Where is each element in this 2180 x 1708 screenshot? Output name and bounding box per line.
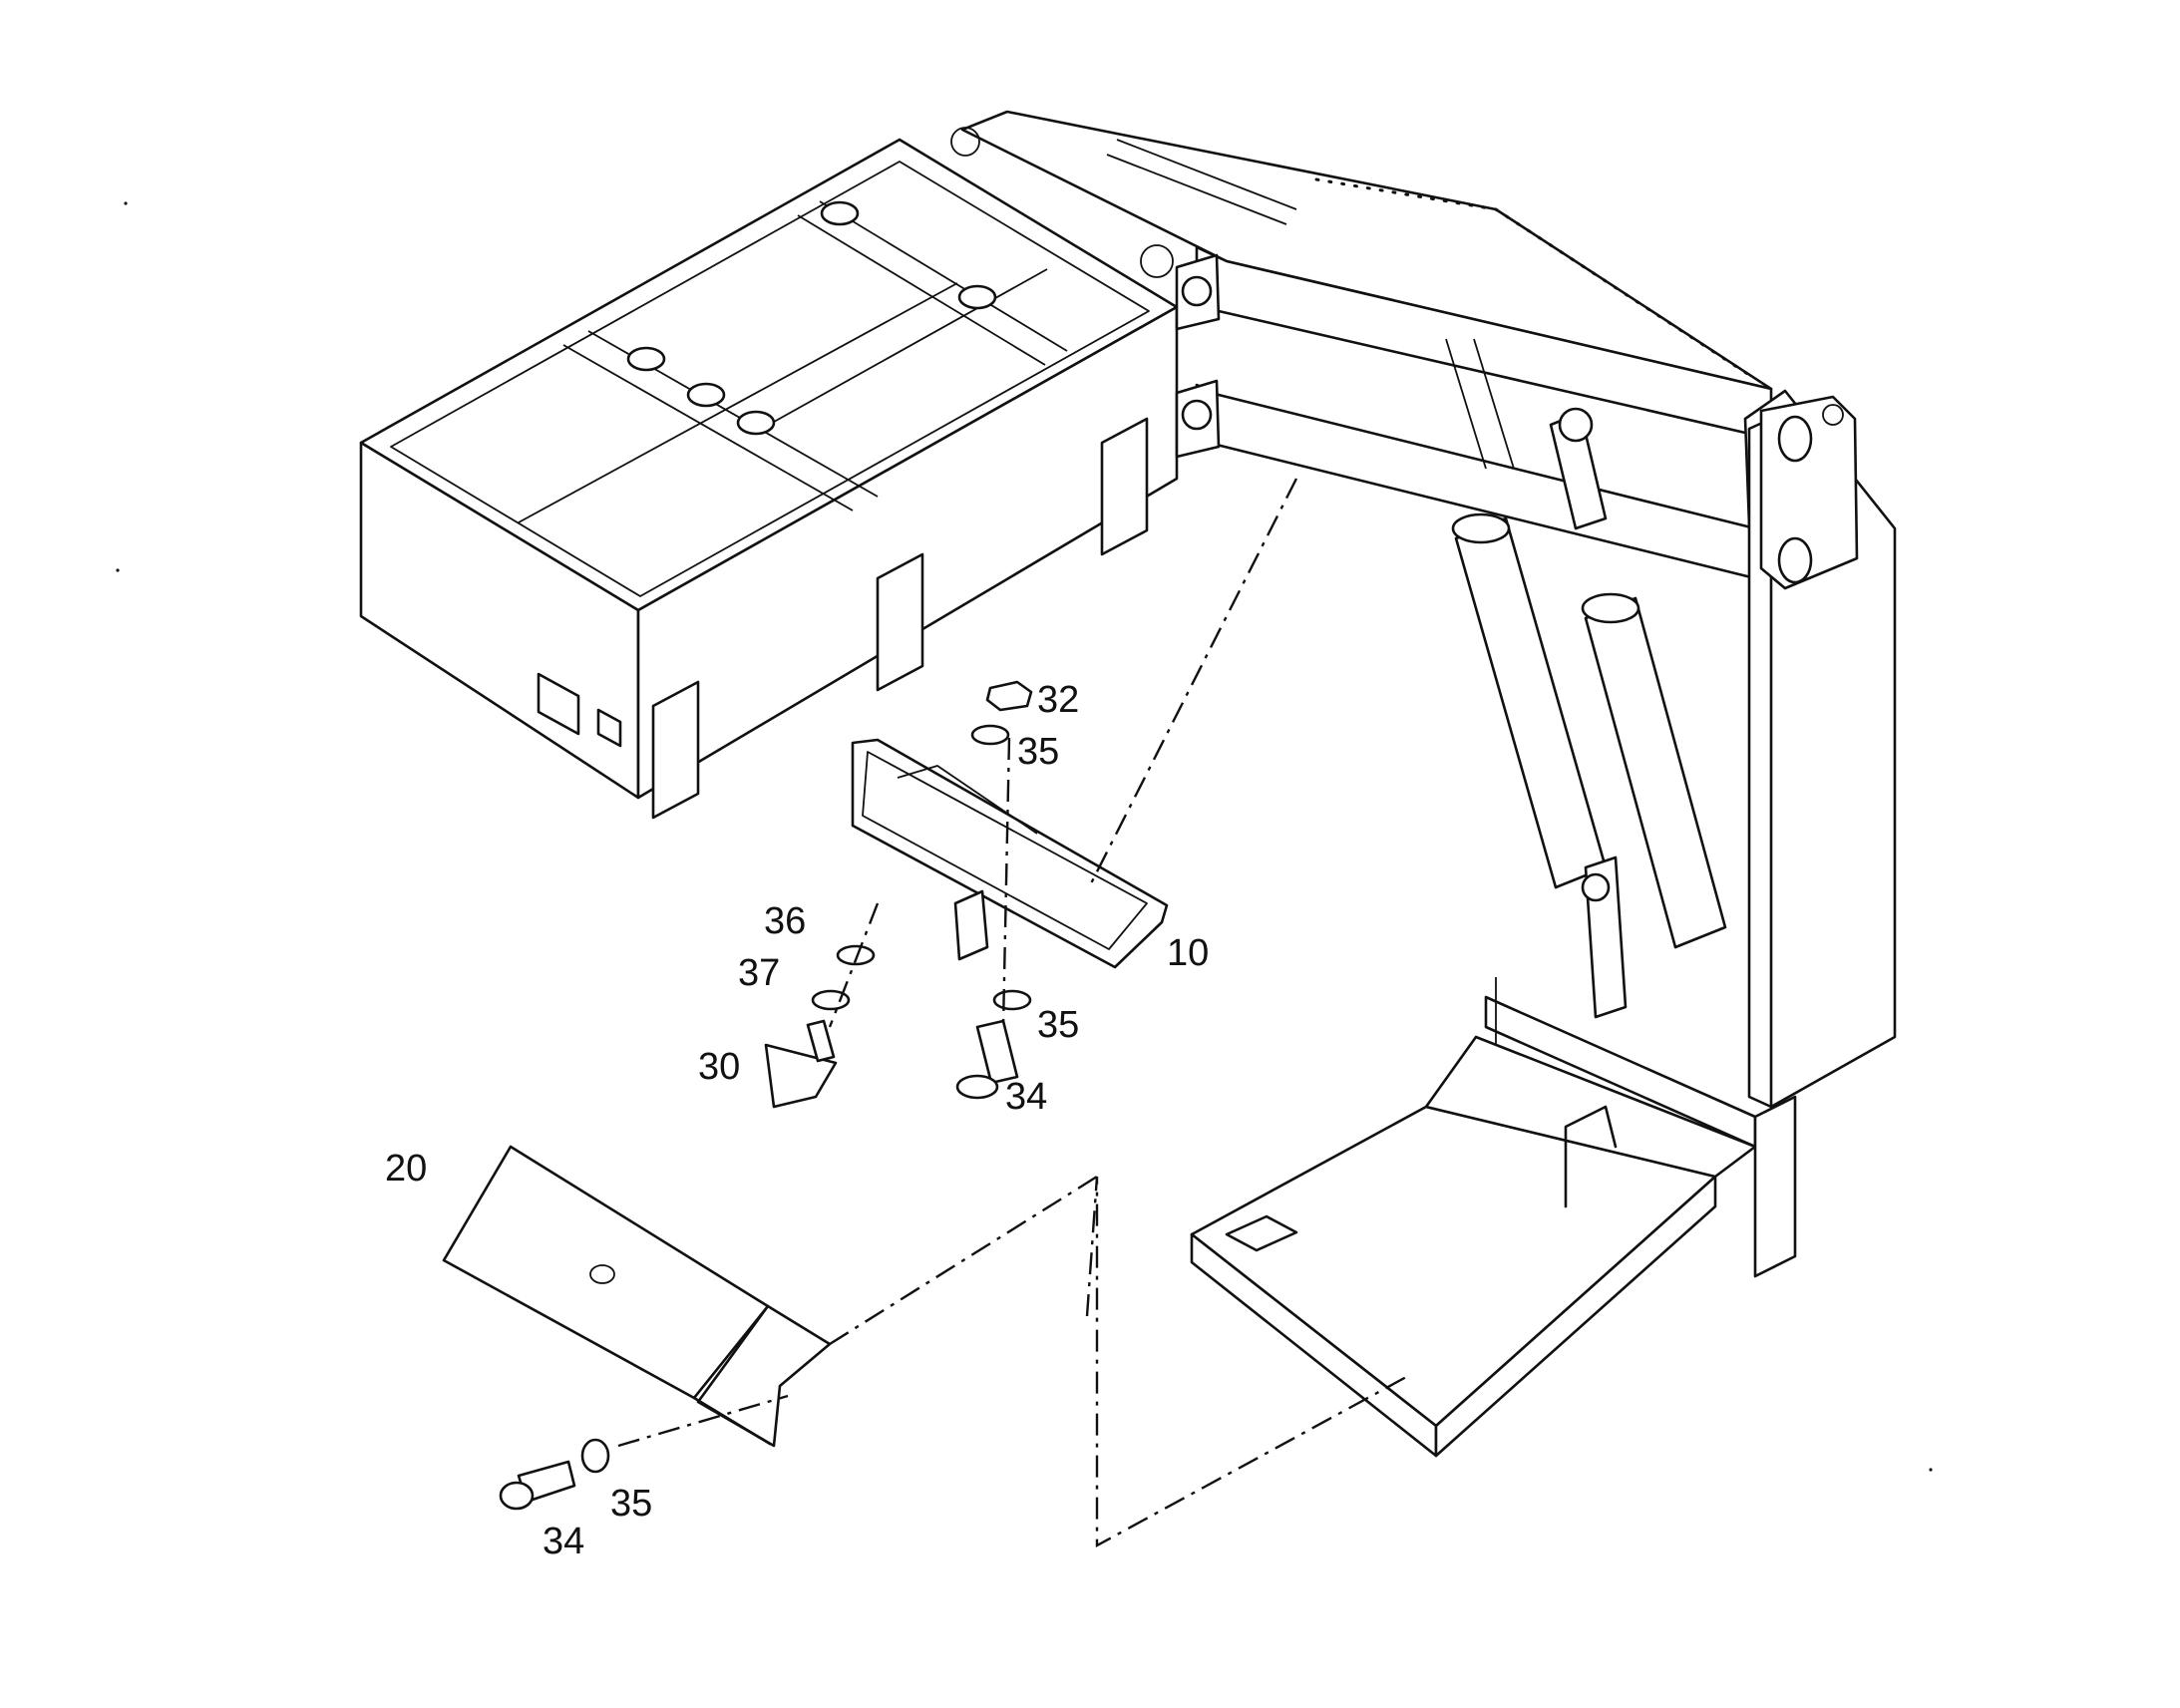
washer-36 — [836, 944, 876, 966]
callout-34-bottom: 34 — [543, 1521, 584, 1562]
callout-35-mid: 35 — [1037, 1004, 1079, 1046]
callout-37: 37 — [738, 952, 780, 994]
callout-34-mid: 34 — [1005, 1076, 1047, 1118]
hydraulic-cylinders — [1451, 407, 1727, 1019]
center-lines — [617, 478, 1409, 1548]
fasteners-upper — [764, 680, 1033, 1109]
nut-32 — [985, 680, 1033, 712]
chute-plate — [442, 1145, 832, 1448]
mounting-pads — [626, 200, 997, 436]
callout-10: 10 — [1167, 932, 1209, 974]
bracket-part — [851, 738, 1169, 969]
washer-35-bottom — [580, 1438, 610, 1474]
washer-35-mid — [992, 989, 1032, 1011]
fasteners-lower — [499, 1438, 610, 1511]
washer-35-top — [970, 724, 1010, 746]
washer-37 — [811, 989, 851, 1011]
side-plates — [651, 417, 1149, 820]
crane-structure — [950, 110, 1897, 1458]
box-assembly — [359, 138, 1179, 820]
callout-36: 36 — [764, 900, 806, 942]
callout-35-top: 35 — [1017, 731, 1059, 773]
callout-35-bottom: 35 — [610, 1483, 652, 1525]
callout-labels: 32 35 36 37 10 35 30 34 20 35 34 — [385, 679, 1209, 1562]
callout-30: 30 — [698, 1046, 740, 1088]
callout-32: 32 — [1037, 679, 1079, 721]
callout-20: 20 — [385, 1148, 427, 1190]
bolt-34-mid — [975, 1019, 1019, 1085]
